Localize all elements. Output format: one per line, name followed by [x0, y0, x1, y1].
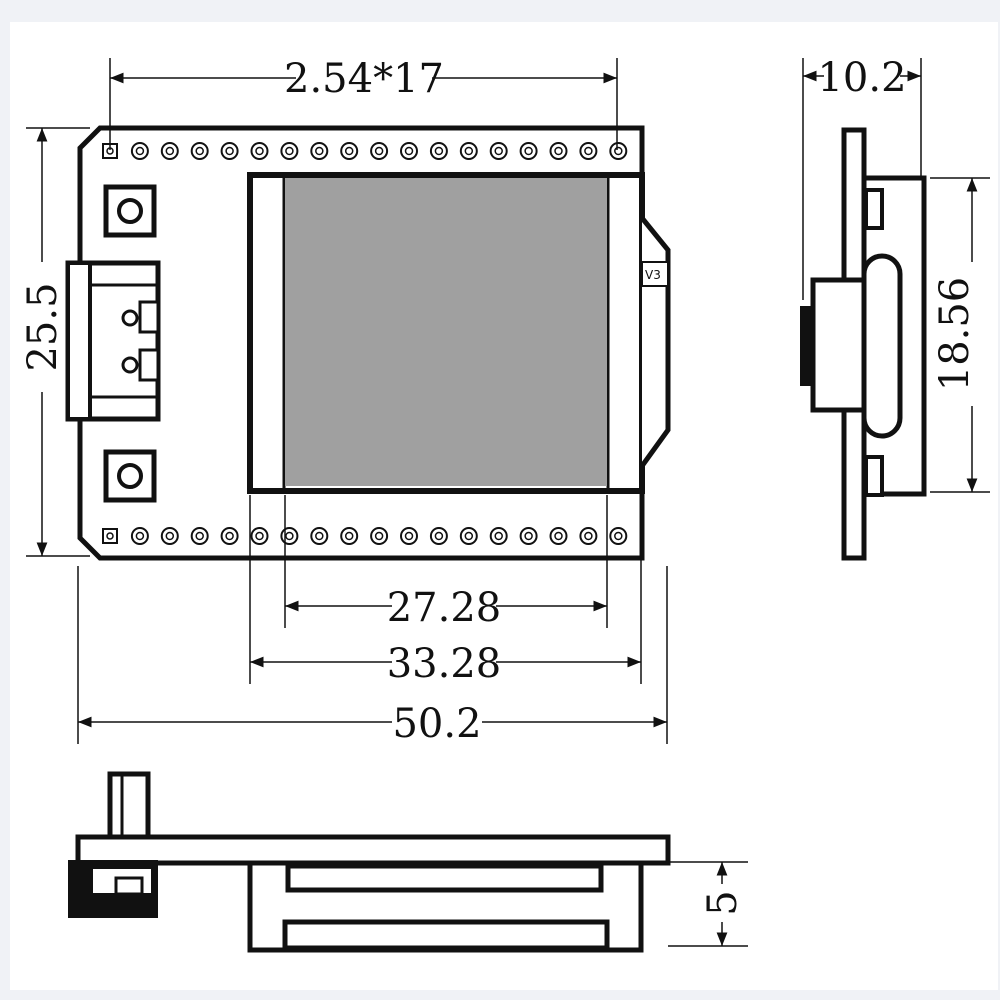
bottom-pin-hole: [404, 531, 414, 541]
top-pin-hole: [584, 146, 593, 156]
dim-bottom-height: 5: [668, 861, 748, 947]
bottom-pin-hole: [374, 531, 384, 541]
screen-width-value: 27.28: [387, 585, 502, 631]
dim-side-height: 18.56: [930, 177, 990, 493]
bottom-pin-row: [102, 527, 628, 545]
bottom-display-panel: [282, 919, 610, 951]
top-pin-hole: [404, 146, 414, 156]
bottom-pin-hole: [225, 531, 234, 541]
side-usb-housing: [810, 277, 867, 413]
top-pin-hole: [285, 146, 294, 156]
screen-area: [285, 178, 607, 486]
dim-side-depth: 10.2: [802, 55, 922, 300]
board-length-value: 50.2: [392, 701, 481, 747]
bottom-pin-hole: [165, 531, 175, 541]
top-pin-hole: [344, 146, 354, 156]
bottom-view: [68, 771, 671, 953]
bottom-board: [75, 834, 671, 866]
bottom-height-value: 5: [700, 890, 746, 915]
side-view: [800, 127, 927, 561]
bottom-pin-hole: [135, 531, 145, 541]
bottom-button-cap: [107, 771, 151, 840]
bottom-pin-hole: [106, 532, 114, 540]
bottom-pin-hole: [344, 531, 354, 541]
top-pin-hole: [464, 146, 474, 156]
top-pin-hole: [434, 146, 444, 156]
top-view: V3: [65, 125, 671, 561]
side-depth-value: 10.2: [817, 55, 906, 101]
top-pin-hole: [554, 146, 563, 156]
top-pin-hole: [135, 146, 145, 156]
top-pin-hole: [195, 146, 204, 156]
display-width-value: 33.28: [387, 641, 502, 687]
dim-board-height: 25.5: [20, 127, 90, 557]
usb-connector: [65, 260, 161, 422]
side-usb-plug: [800, 306, 813, 386]
top-pin-hole: [255, 146, 264, 156]
top-pin-hole: [374, 146, 384, 156]
dim-screen-width: 27.28: [284, 495, 608, 631]
side-oval-component: [861, 253, 903, 439]
top-pin-hole: [315, 146, 324, 156]
bottom-pin-hole: [315, 531, 324, 541]
top-pin-hole: [494, 146, 503, 156]
dim-display-width: 33.28: [249, 495, 642, 687]
bottom-pin-hole: [255, 531, 264, 541]
version-label: V3: [645, 268, 661, 282]
bottom-pin-hole: [434, 531, 444, 541]
bottom-pin-hole: [524, 531, 533, 541]
bottom-pin-hole: [584, 531, 593, 541]
bottom-pin-hole: [614, 531, 623, 541]
top-pin-hole: [614, 146, 623, 156]
pin-pitch-value: 2.54*17: [284, 56, 444, 102]
side-button-top: [864, 188, 884, 230]
flex-cable: V3: [639, 216, 671, 468]
bottom-display-glass: [285, 863, 604, 893]
dim-board-length: 50.2: [77, 566, 668, 747]
side-height-value: 18.56: [932, 277, 978, 392]
bottom-pin-hole: [554, 531, 563, 541]
bottom-pin-hole: [285, 531, 294, 541]
bottom-pin-hole: [195, 531, 204, 541]
display-module: [247, 172, 645, 494]
dim-pin-pitch: 2.54*17: [109, 56, 618, 150]
board-height-value: 25.5: [20, 282, 66, 371]
top-pin-hole: [524, 146, 533, 156]
bottom-pin-hole: [494, 531, 503, 541]
bottom-pin-hole: [464, 531, 474, 541]
button-bottom: [103, 449, 157, 503]
top-pin-row: [102, 142, 628, 160]
button-top: [103, 184, 157, 238]
top-pin-hole: [225, 146, 234, 156]
side-button-bottom: [864, 455, 884, 497]
top-pin-hole: [165, 146, 175, 156]
